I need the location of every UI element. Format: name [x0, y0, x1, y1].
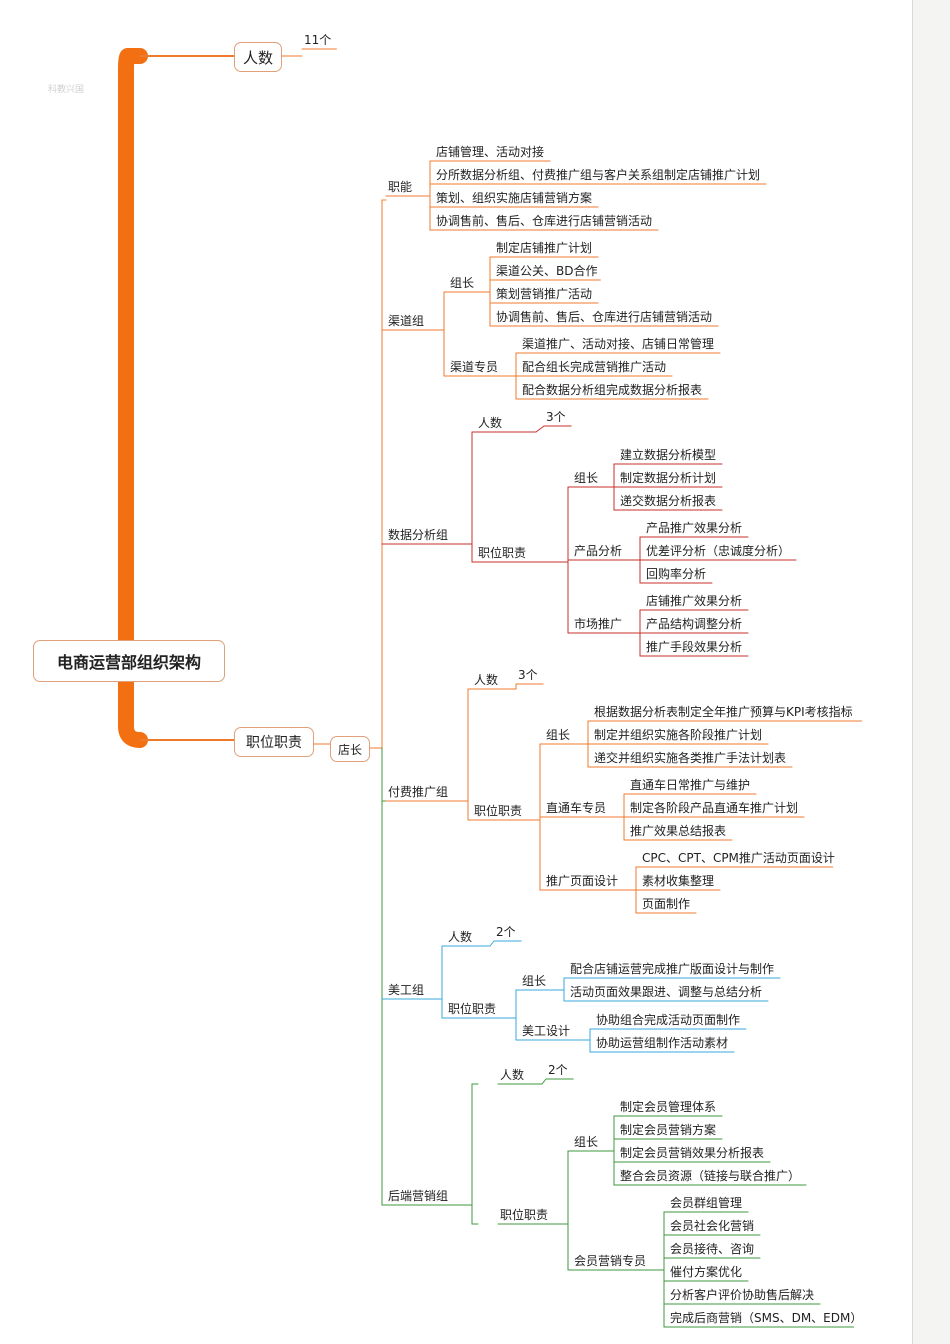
- paid-leader: 组长: [546, 728, 571, 742]
- data-market-item: 产品结构调整分析: [646, 617, 743, 631]
- art-headcount: 人数: [448, 930, 473, 944]
- paid-headcount-value: 3个: [518, 668, 538, 682]
- main-spine-branch: [118, 48, 148, 748]
- crm-member-item: 催付方案优化: [670, 1265, 743, 1279]
- crm-member-specialist: 会员营销专员: [574, 1254, 647, 1268]
- connector-line: [489, 940, 495, 947]
- channel-specialist: 渠道专员: [450, 360, 499, 374]
- art-designer: 美工设计: [522, 1024, 571, 1038]
- root-node[interactable]: 电商运营部组织架构: [33, 640, 225, 682]
- data-market-item: 店铺推广效果分析: [646, 594, 743, 608]
- paid-page-item: 页面制作: [642, 897, 691, 911]
- duties-node[interactable]: 职位职责: [234, 727, 314, 757]
- art-leader: 组长: [522, 974, 547, 988]
- crm-leader: 组长: [574, 1135, 599, 1149]
- crm-member-item: 会员接待、咨询: [670, 1242, 755, 1256]
- channel-leader-item: 制定店铺推广计划: [496, 241, 593, 255]
- paid-leader-item: 制定并组织实施各阶段推广计划: [594, 728, 763, 742]
- data-leader-item: 制定数据分析计划: [620, 471, 717, 485]
- channel-specialist-item: 配合数据分析组完成数据分析报表: [522, 383, 703, 397]
- data-leader-item: 递交数据分析报表: [620, 494, 717, 508]
- art-leader-item: 活动页面效果跟进、调整与总结分析: [570, 985, 763, 999]
- art-duties: 职位职责: [448, 1002, 497, 1016]
- crm-leader-item: 制定会员营销方案: [620, 1123, 717, 1137]
- connector-line: [535, 425, 545, 433]
- duty-item: 店铺管理、活动对接: [436, 145, 545, 159]
- paid-ztc-item: 制定各阶段产品直通车推广计划: [630, 801, 799, 815]
- channel-specialist-item: 配合组长完成营销推广活动: [522, 360, 667, 374]
- art-designer-item: 协助组合完成活动页面制作: [596, 1013, 741, 1027]
- data-product-item: 回购率分析: [646, 567, 707, 581]
- paid-leader-item: 根据数据分析表制定全年推广预算与KPI考核指标: [594, 705, 853, 719]
- crm-member-item: 完成后商营销（SMS、DM、EDM）: [670, 1311, 863, 1325]
- crm-leader-item: 整合会员资源（链接与联合推广）: [620, 1169, 801, 1183]
- channel-specialist-item: 渠道推广、活动对接、店铺日常管理: [522, 337, 715, 351]
- paid-headcount: 人数: [474, 673, 499, 687]
- group-data-analysis: 数据分析组: [388, 528, 449, 542]
- headcount-value-11: 11个: [304, 33, 332, 47]
- crm-member-item: 分析客户评价协助售后解决: [670, 1288, 815, 1302]
- crm-leader-item: 制定会员管理体系: [620, 1100, 717, 1114]
- channel-leader: 组长: [450, 276, 475, 290]
- art-headcount-value: 2个: [496, 925, 516, 939]
- headcount-node[interactable]: 人数: [234, 42, 282, 72]
- art-leader-item: 配合店铺运营完成推广版面设计与制作: [570, 962, 775, 976]
- data-leader-item: 建立数据分析模型: [620, 448, 717, 462]
- crm-duties: 职位职责: [500, 1208, 549, 1222]
- paid-ztc-item: 推广效果总结报表: [630, 824, 727, 838]
- paid-ztc-item: 直通车日常推广与维护: [630, 778, 751, 792]
- watermark-text: 科教兴国: [48, 85, 85, 95]
- duty-item: 策划、组织实施店铺营销方案: [436, 191, 593, 205]
- group-art: 美工组: [388, 983, 425, 997]
- paid-ztc-specialist: 直通车专员: [546, 801, 607, 815]
- channel-leader-item: 策划营销推广活动: [496, 287, 593, 301]
- data-product-item: 优差评分析（忠诚度分析）: [646, 544, 791, 558]
- group-duty: 职能: [388, 180, 413, 194]
- data-headcount: 人数: [478, 416, 503, 430]
- crm-member-item: 会员社会化营销: [670, 1219, 755, 1233]
- data-market-promotion: 市场推广: [574, 617, 623, 631]
- paid-duties: 职位职责: [474, 804, 523, 818]
- data-product-analysis: 产品分析: [574, 544, 623, 558]
- crm-member-item: 会员群组管理: [670, 1196, 743, 1210]
- data-market-item: 推广手段效果分析: [646, 640, 743, 654]
- manager-node[interactable]: 店长: [330, 736, 370, 762]
- group-crm: 后端营销组: [388, 1189, 449, 1203]
- duty-item: 分所数据分析组、付费推广组与客户关系组制定店铺推广计划: [436, 168, 761, 182]
- data-leader: 组长: [574, 471, 599, 485]
- data-duties: 职位职责: [478, 546, 527, 560]
- paid-page-design: 推广页面设计: [546, 874, 619, 888]
- crm-headcount: 人数: [500, 1068, 525, 1082]
- paid-page-item: CPC、CPT、CPM推广活动页面设计: [642, 851, 835, 865]
- data-headcount-value: 3个: [546, 410, 566, 424]
- data-product-item: 产品推广效果分析: [646, 521, 743, 535]
- channel-leader-item: 协调售前、售后、仓库进行店铺营销活动: [496, 310, 713, 324]
- art-designer-item: 协助运营组制作活动素材: [596, 1036, 729, 1050]
- group-channel: 渠道组: [388, 314, 425, 328]
- paid-leader-item: 递交并组织实施各类推广手法计划表: [594, 751, 787, 765]
- paid-page-item: 素材收集整理: [642, 874, 715, 888]
- duty-item: 协调售前、售后、仓库进行店铺营销活动: [436, 214, 653, 228]
- channel-leader-item: 渠道公关、BD合作: [496, 264, 598, 278]
- crm-headcount-value: 2个: [548, 1063, 568, 1077]
- group-paid-promotion: 付费推广组: [388, 785, 449, 799]
- crm-leader-item: 制定会员营销效果分析报表: [620, 1146, 765, 1160]
- connector-line: [541, 1078, 547, 1085]
